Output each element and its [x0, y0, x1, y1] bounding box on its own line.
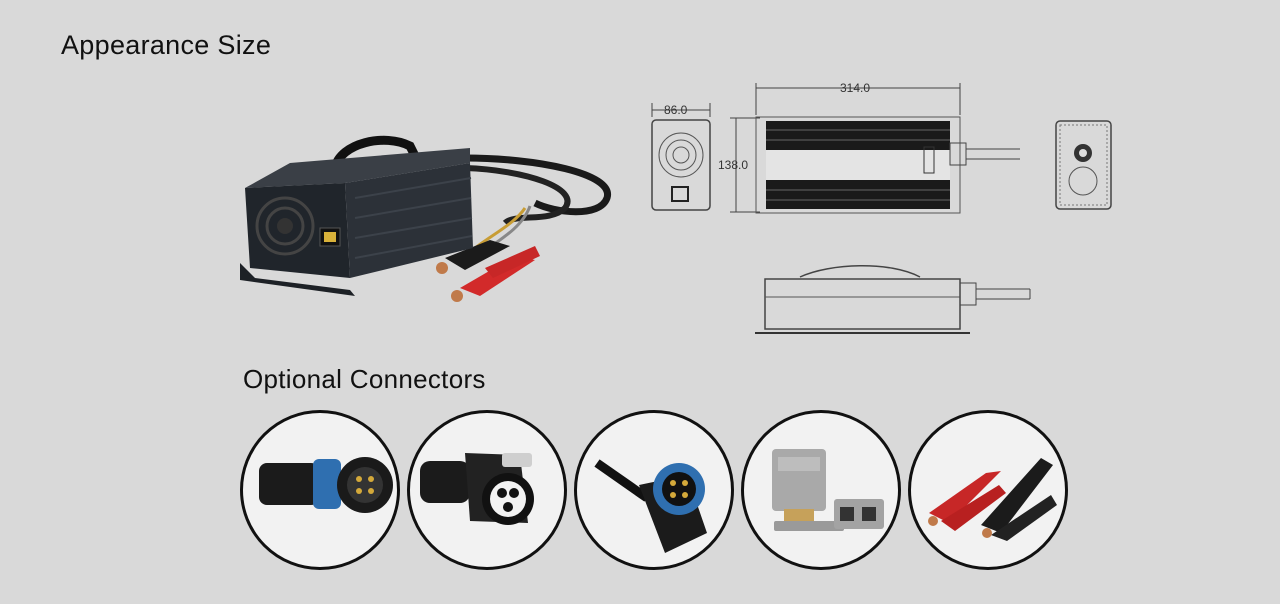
connector-option-1[interactable] — [240, 410, 400, 570]
back-view-drawing — [1055, 120, 1112, 210]
appearance-size-heading: Appearance Size — [61, 30, 272, 60]
connector-option-5[interactable] — [908, 410, 1068, 570]
connector-option-4[interactable] — [741, 410, 901, 570]
top-view-drawing: 314.0 — [755, 81, 1020, 214]
black-latch-socket-connector-icon — [420, 453, 534, 525]
connector-option-2[interactable] — [407, 410, 567, 570]
front-view-drawing: 86.0 — [651, 103, 711, 211]
side-view-drawing — [755, 265, 1031, 334]
right-angle-blue-connector-icon — [594, 459, 707, 553]
alligator-clips-icon — [928, 458, 1057, 541]
length-dimension: 314.0 — [840, 81, 870, 95]
connector-option-3[interactable] — [574, 410, 734, 570]
anderson-gray-connector-icon — [772, 449, 884, 531]
width-dimension: 86.0 — [664, 103, 688, 117]
dimension-drawings: 86.0 138.0 314.0 — [651, 81, 1112, 334]
charger-photo — [240, 135, 611, 302]
height-dimension: 138.0 — [718, 158, 748, 172]
blue-ring-round-connector-icon — [259, 457, 393, 513]
optional-connectors-heading: Optional Connectors — [243, 364, 486, 394]
